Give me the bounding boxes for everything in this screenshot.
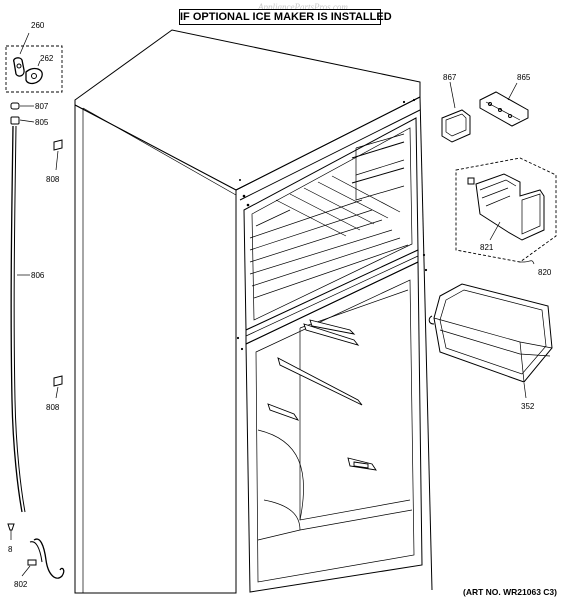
- callout-808-lower: 808: [46, 403, 60, 412]
- part-820-icemaker-kit: [455, 157, 557, 265]
- callout-865: 865: [517, 73, 531, 82]
- part-806-tube: [10, 125, 30, 513]
- callout-8: 8: [8, 545, 13, 554]
- part-260-group: [5, 32, 63, 93]
- fresh-food-compartment: [245, 261, 423, 593]
- part-865-shelf: [479, 82, 529, 127]
- callout-820: 820: [538, 268, 552, 277]
- callout-821: 821: [480, 243, 494, 252]
- callout-805: 805: [35, 118, 49, 127]
- diagram-title: IF OPTIONAL ICE MAKER IS INSTALLED: [179, 9, 392, 25]
- callout-260: 260: [31, 21, 45, 30]
- watermark-text: AppliancePartsPros.com: [258, 2, 348, 12]
- callout-802: 802: [14, 580, 28, 589]
- freezer-compartment: [243, 117, 419, 331]
- part-805: [10, 116, 35, 125]
- part-807: [10, 102, 34, 110]
- callout-807: 807: [35, 102, 49, 111]
- art-number: (ART NO. WR21063 C3): [463, 587, 557, 597]
- callout-352: 352: [521, 402, 535, 411]
- callout-808-upper: 808: [46, 175, 60, 184]
- part-802-tube: [21, 538, 65, 579]
- callout-262: 262: [40, 54, 54, 63]
- callout-867: 867: [443, 73, 457, 82]
- part-352-ice-bucket: [428, 283, 553, 399]
- callout-806: 806: [31, 271, 45, 280]
- part-808-lower: [53, 375, 63, 399]
- shelf-supports: [267, 319, 377, 471]
- refrigerator-cabinet: [74, 29, 433, 594]
- freezer-floor-ribs: [249, 175, 409, 299]
- part-808-upper: [53, 139, 63, 171]
- part-8-screw: [7, 523, 15, 540]
- part-867-bracket: [441, 81, 471, 143]
